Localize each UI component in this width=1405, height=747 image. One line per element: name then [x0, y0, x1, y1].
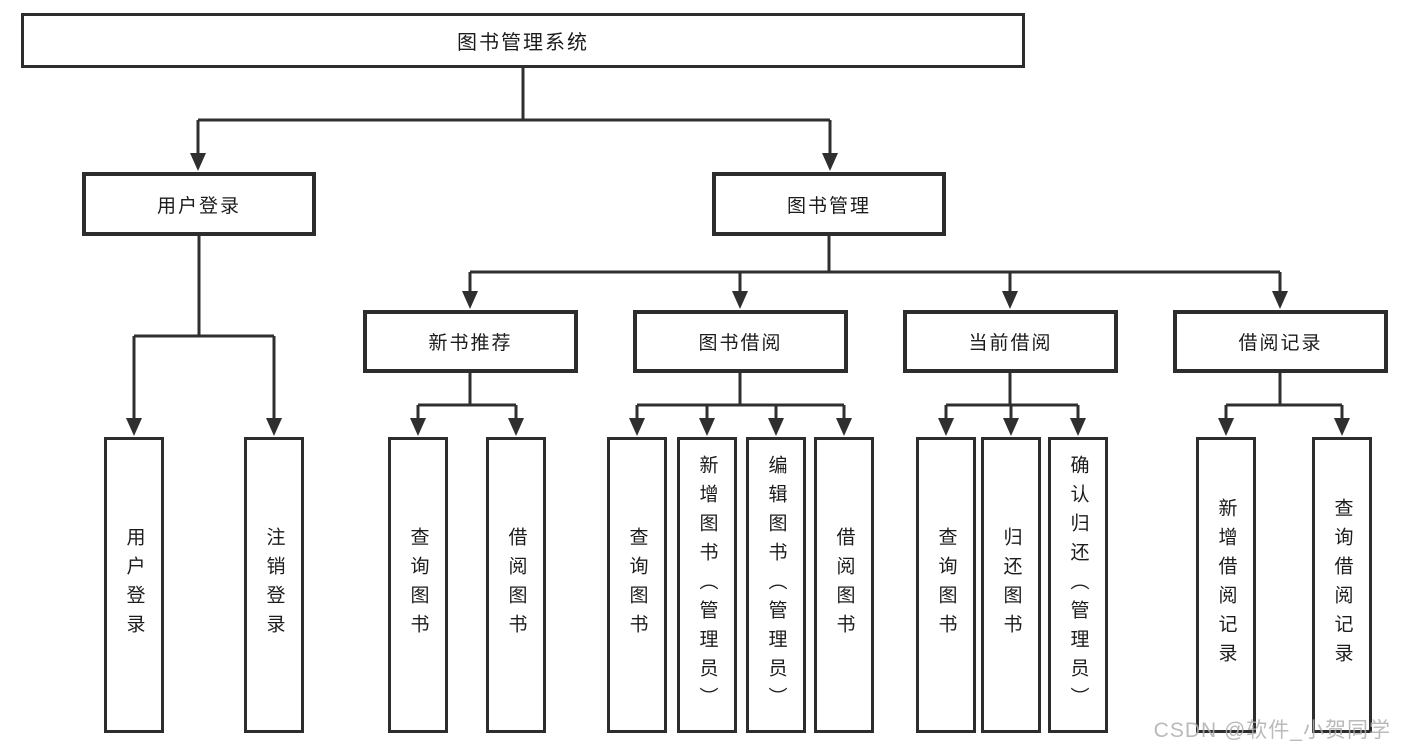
- leaf-query-books-current: 查询图书: [916, 437, 976, 733]
- leaf-logout: 注销登录: [244, 437, 304, 733]
- leaf-return-book: 归还图书: [981, 437, 1041, 733]
- node-label: 图书管理系统: [457, 32, 589, 54]
- node-label: 查询图书: [407, 527, 429, 643]
- node-label: 查询图书: [626, 527, 648, 643]
- node-label: 查询借阅记录: [1331, 498, 1353, 672]
- node-label: 用户登录: [123, 527, 145, 643]
- leaf-query-books-recommend: 查询图书: [388, 437, 448, 733]
- node-label: 当前借阅: [968, 333, 1053, 354]
- node-root: 图书管理系统: [21, 13, 1025, 68]
- node-label: 图书管理: [786, 195, 871, 217]
- leaf-borrow-books: 借阅图书: [814, 437, 874, 733]
- node-label: 借阅记录: [1238, 333, 1323, 354]
- leaf-confirm-return-admin: 确认归还（管理员）: [1048, 437, 1108, 733]
- node-label: 图书借阅: [698, 333, 783, 354]
- node-label: 新书推荐: [428, 333, 513, 354]
- node-label: 注销登录: [263, 527, 285, 643]
- node-label: 新增借阅记录: [1215, 498, 1237, 672]
- node-borrow-records: 借阅记录: [1173, 310, 1388, 373]
- node-book-borrow: 图书借阅: [633, 310, 848, 373]
- node-label: 编辑图书（管理员）: [765, 454, 787, 716]
- leaf-edit-book-admin: 编辑图书（管理员）: [746, 437, 806, 733]
- node-label: 归还图书: [1000, 527, 1022, 643]
- node-label: 确认归还（管理员）: [1067, 454, 1089, 716]
- node-book-management: 图书管理: [712, 172, 946, 236]
- node-new-book-recommend: 新书推荐: [363, 310, 578, 373]
- leaf-query-borrow-record: 查询借阅记录: [1312, 437, 1372, 733]
- node-label: 用户登录: [156, 195, 241, 217]
- leaf-add-book-admin: 新增图书（管理员）: [677, 437, 737, 733]
- node-label: 借阅图书: [833, 527, 855, 643]
- leaf-query-books-borrow: 查询图书: [607, 437, 667, 733]
- node-user-login: 用户登录: [82, 172, 316, 236]
- node-label: 查询图书: [935, 527, 957, 643]
- node-label: 新增图书（管理员）: [696, 454, 718, 716]
- watermark: CSDN @软件_小贺同学: [1153, 719, 1391, 742]
- node-label: 借阅图书: [505, 527, 527, 643]
- leaf-borrow-books-recommend: 借阅图书: [486, 437, 546, 733]
- leaf-user-login: 用户登录: [104, 437, 164, 733]
- leaf-add-borrow-record: 新增借阅记录: [1196, 437, 1256, 733]
- node-current-borrow: 当前借阅: [903, 310, 1118, 373]
